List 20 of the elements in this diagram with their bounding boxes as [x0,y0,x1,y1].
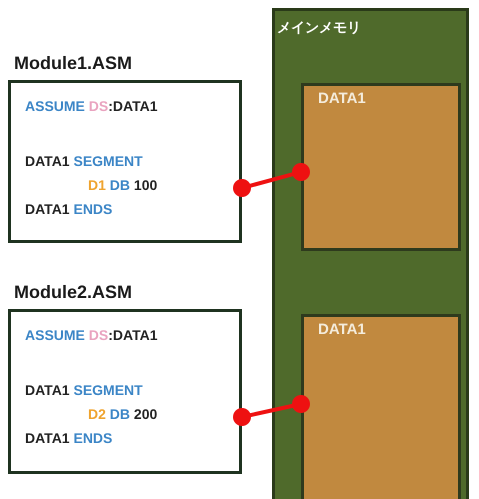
code-line: ASSUME DS:DATA1 [25,327,158,343]
code-line: DATA1 ENDS [25,430,112,446]
code-line: DATA1 SEGMENT [25,153,143,169]
code-box [8,53,242,243]
code-line: DATA1 ENDS [25,201,112,217]
segment-block [301,314,461,499]
file-name: Module2.ASM [14,282,132,303]
code-line: DATA1 SEGMENT [25,382,143,398]
segment-block [301,83,461,251]
code-box [8,282,242,474]
memory-panel [272,8,469,499]
connector-line [233,395,310,426]
segment-name: DATA1 [318,321,366,338]
code-line: ASSUME DS:DATA1 [25,98,158,114]
memory-title: メインメモリ [277,19,361,37]
segment-name: DATA1 [318,90,366,107]
code-line: D1 DB 100 [88,177,158,193]
connector-line [233,163,310,197]
file-name: Module1.ASM [14,53,132,74]
code-line: D2 DB 200 [88,406,158,422]
